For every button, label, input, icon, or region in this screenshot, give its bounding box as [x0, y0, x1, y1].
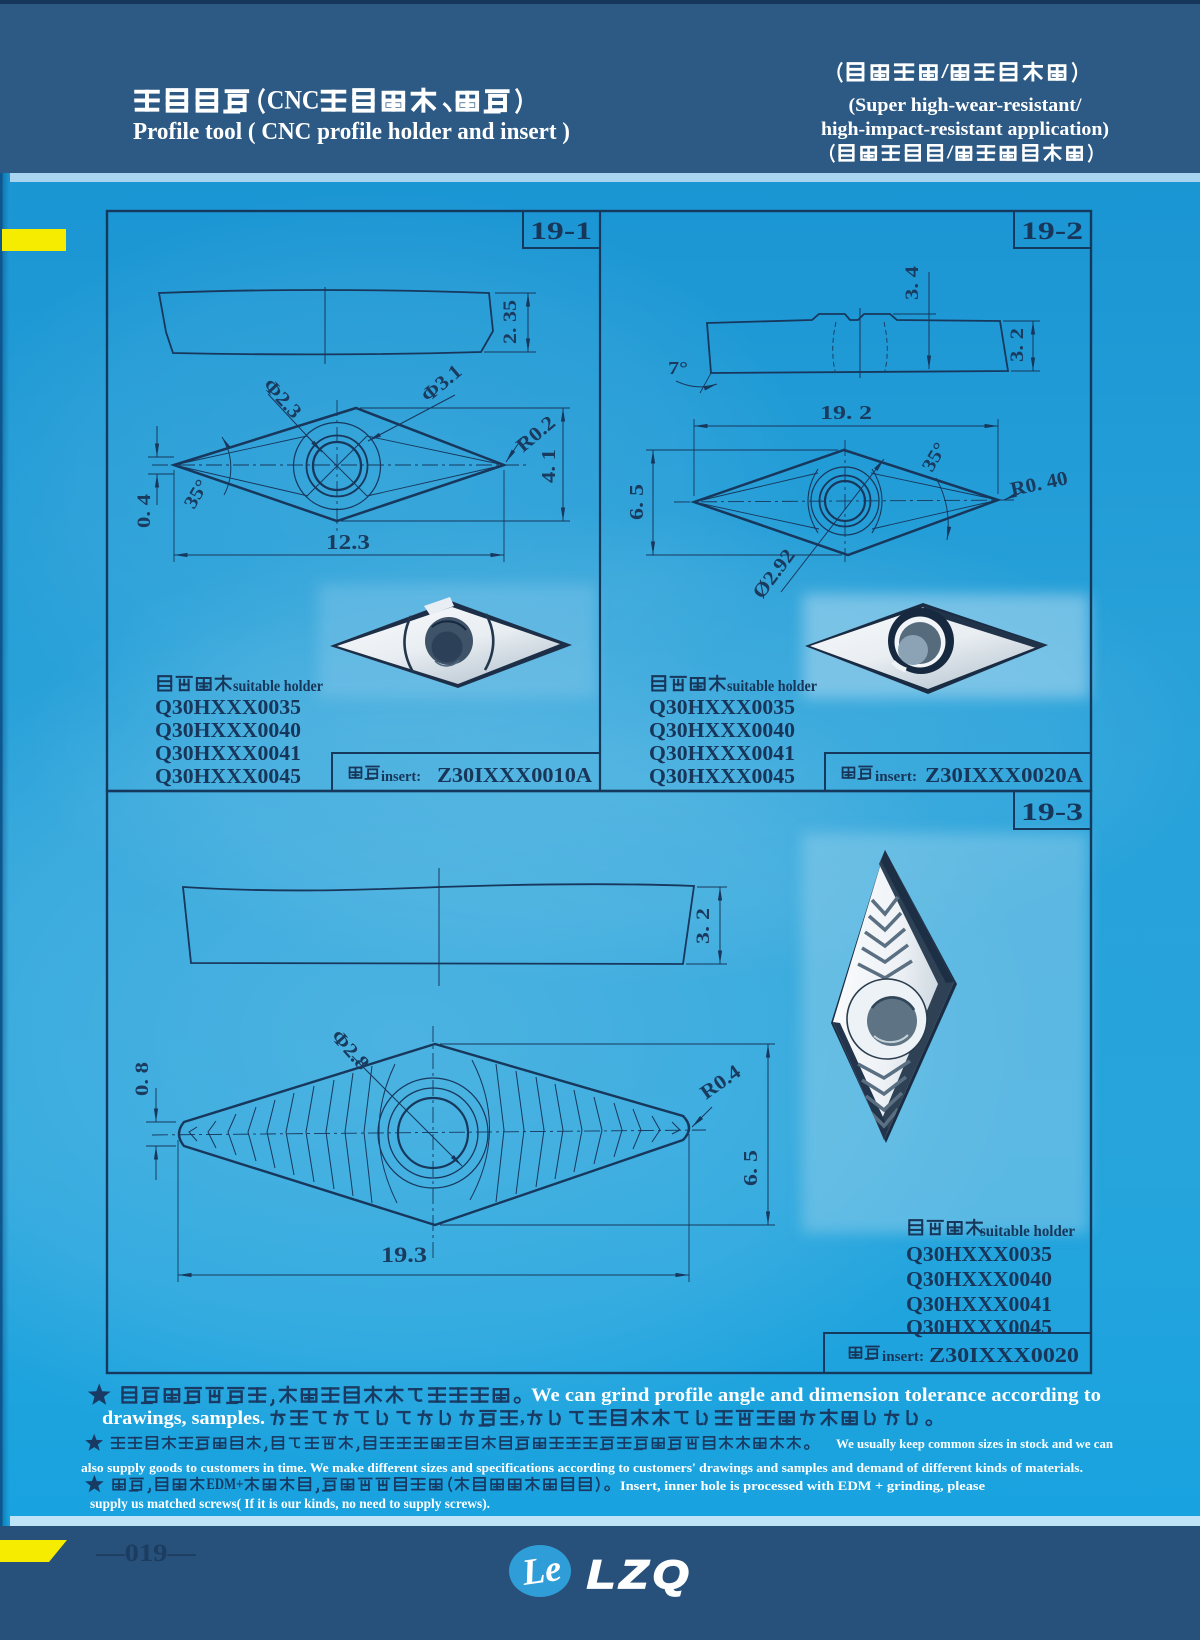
svg-text:12.3: 12.3 [326, 530, 370, 554]
svg-text:7°: 7° [668, 358, 688, 378]
svg-text:/: / [940, 59, 950, 83]
svg-text:Q30HXXX0045: Q30HXXX0045 [906, 1315, 1052, 1339]
svg-text:Q30HXXX0035: Q30HXXX0035 [906, 1242, 1052, 1266]
svg-text:suitable holder: suitable holder [727, 678, 817, 695]
svg-text:Q30HXXX0041: Q30HXXX0041 [649, 741, 795, 765]
svg-text:LZQ: LZQ [587, 1553, 693, 1597]
svg-text:3. 4: 3. 4 [902, 265, 923, 300]
svg-text:suitable holder: suitable holder [980, 1223, 1075, 1240]
svg-text:6. 5: 6. 5 [740, 1150, 762, 1186]
svg-text:also supply goods to customers: also supply goods to customers in time. … [81, 1461, 1083, 1475]
svg-text:Q30HXXX0045: Q30HXXX0045 [155, 764, 301, 788]
svg-text:CNC: CNC [267, 84, 320, 114]
svg-text:19.3: 19.3 [381, 1242, 427, 1267]
svg-text:insert:: insert: [381, 769, 421, 785]
svg-text:high-impact-resistant applicat: high-impact-resistant application) [821, 119, 1109, 140]
svg-text:(Super high-wear-resistant/: (Super high-wear-resistant/ [849, 95, 1083, 116]
svg-text:3. 2: 3. 2 [1007, 328, 1028, 362]
svg-text:Q30HXXX0035: Q30HXXX0035 [155, 695, 301, 719]
svg-text:19. 2: 19. 2 [820, 402, 872, 424]
svg-text:Q30HXXX0040: Q30HXXX0040 [649, 718, 795, 742]
svg-text:insert:: insert: [875, 769, 917, 785]
svg-text:0. 4: 0. 4 [134, 493, 155, 528]
svg-text:0. 8: 0. 8 [132, 1062, 153, 1096]
svg-text:Q30HXXX0041: Q30HXXX0041 [155, 741, 301, 765]
svg-text:4. 1: 4. 1 [538, 449, 560, 483]
svg-text:19-2: 19-2 [1021, 218, 1083, 245]
svg-text:insert:: insert: [882, 1349, 924, 1365]
svg-text:Z30IXXX0020A: Z30IXXX0020A [925, 763, 1084, 787]
svg-text:—019—: —019— [95, 1540, 197, 1567]
svg-text:suitable holder: suitable holder [233, 678, 323, 695]
svg-text:We usually keep common sizes i: We usually keep common sizes in stock an… [836, 1437, 1113, 1451]
svg-text:Z30IXXX0010A: Z30IXXX0010A [437, 763, 593, 787]
svg-text:19-1: 19-1 [530, 218, 592, 245]
svg-text:6. 5: 6. 5 [626, 484, 648, 520]
svg-text:EDM+: EDM+ [206, 1476, 243, 1493]
svg-text:/: / [946, 143, 955, 164]
svg-text:Q30HXXX0045: Q30HXXX0045 [649, 764, 795, 788]
svg-text:Q30HXXX0035: Q30HXXX0035 [649, 695, 795, 719]
svg-text:,: , [520, 1407, 525, 1428]
svg-text:19-3: 19-3 [1021, 799, 1083, 826]
svg-text:Insert, inner hole is processe: Insert, inner hole is processed with EDM… [620, 1478, 985, 1493]
svg-text:2. 35: 2. 35 [500, 300, 521, 344]
svg-text:3. 2: 3. 2 [693, 908, 714, 944]
svg-text:Profile tool ( CNC profile hol: Profile tool ( CNC profile holder and in… [133, 119, 570, 145]
svg-text:drawings, samples.: drawings, samples. [102, 1408, 265, 1429]
svg-text:Z30IXXX0020: Z30IXXX0020 [929, 1343, 1079, 1367]
svg-text:Q30HXXX0040: Q30HXXX0040 [906, 1267, 1052, 1291]
svg-text:supply us matched screws( If i: supply us matched screws( If it is our k… [90, 1496, 490, 1511]
svg-text:Q30HXXX0040: Q30HXXX0040 [155, 718, 301, 742]
svg-text:Le: Le [519, 1548, 564, 1594]
svg-text:Q30HXXX0041: Q30HXXX0041 [906, 1292, 1052, 1316]
svg-text:We can grind profile angle and: We can grind profile angle and dimension… [531, 1385, 1101, 1406]
